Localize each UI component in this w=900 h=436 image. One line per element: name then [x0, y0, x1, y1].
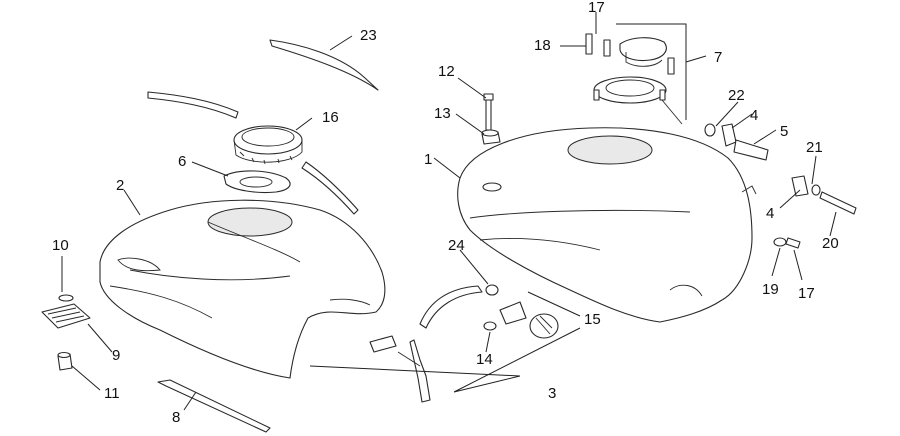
part-pump-ring [233, 125, 303, 165]
part-bolt-12 [483, 93, 494, 131]
part-gasket [223, 170, 291, 194]
leader-lines [61, 12, 837, 411]
callout-7: 7 [714, 49, 722, 66]
callout-14: 14 [476, 351, 493, 368]
callout-23: 23 [360, 27, 377, 44]
part-support-rod [157, 379, 271, 433]
callout-4-upper: 4 [750, 107, 758, 124]
callout-3: 3 [548, 385, 556, 402]
part-left-fuel-tank [99, 199, 386, 379]
callout-17-top: 17 [588, 0, 605, 16]
callout-6: 6 [178, 153, 186, 170]
part-right-fuel-tank [457, 127, 757, 323]
callout-17-bottom: 17 [798, 285, 815, 302]
part-spacer [57, 351, 73, 371]
callout-18: 18 [534, 37, 551, 54]
callout-21: 21 [806, 139, 823, 156]
callout-15: 15 [584, 311, 601, 328]
callout-5: 5 [780, 123, 788, 140]
part-mount-kit [704, 123, 857, 249]
callout-labels: 1 2 3 4 4 5 6 7 8 9 10 11 12 13 14 15 16… [52, 0, 839, 426]
part-grommet-13 [481, 129, 501, 145]
part-fuel-tap-assembly [369, 284, 559, 403]
callout-16: 16 [322, 109, 339, 126]
callout-13: 13 [434, 105, 451, 122]
callout-9: 9 [112, 347, 120, 364]
callout-22: 22 [728, 87, 745, 104]
callout-10: 10 [52, 237, 69, 254]
callout-8: 8 [172, 409, 180, 426]
callout-24: 24 [448, 237, 465, 254]
part-breather-hose [147, 91, 359, 215]
callout-1: 1 [424, 151, 432, 168]
callout-4-lower: 4 [766, 205, 774, 222]
callout-20: 20 [822, 235, 839, 252]
part-cover-strip [269, 39, 379, 91]
callout-19: 19 [762, 281, 779, 298]
callout-2: 2 [116, 177, 124, 194]
part-rubber-pad [41, 294, 91, 329]
callout-12: 12 [438, 63, 455, 80]
part-fuel-cap-assembly [585, 33, 683, 125]
callout-11: 11 [104, 385, 120, 402]
